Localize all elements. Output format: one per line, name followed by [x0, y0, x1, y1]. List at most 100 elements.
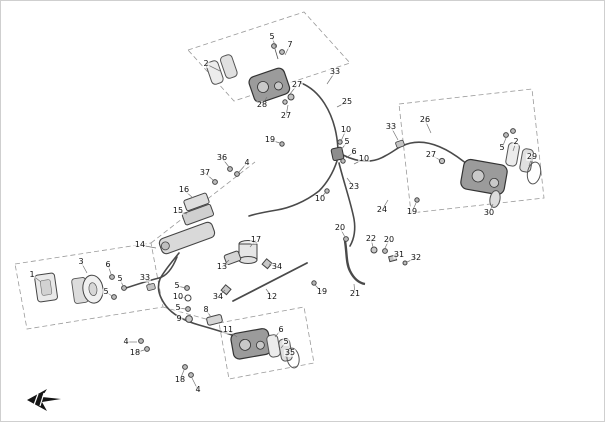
hose-clamp: [395, 139, 405, 149]
leader-line-6: [345, 151, 355, 159]
leader-line-37: [204, 172, 214, 181]
bolt: [311, 280, 317, 286]
leader-line-5: [501, 137, 507, 149]
front-right-caliper-assembly: [206, 43, 295, 147]
brake-pad: [505, 142, 520, 167]
leader-line-33: [390, 126, 399, 141]
leader-line-6: [107, 264, 112, 275]
sleeve: [206, 314, 223, 326]
rear-caliper-box: [398, 88, 545, 214]
bolt: [279, 141, 285, 147]
leader-line-5: [105, 291, 113, 297]
bolt: [212, 179, 218, 185]
leader-line-19: [314, 284, 323, 293]
leader-line-24: [381, 199, 389, 211]
leader-line-33: [326, 71, 336, 85]
bolt: [343, 236, 349, 242]
pipe-rear-lower: [338, 162, 356, 247]
leader-line-27: [289, 84, 298, 95]
caliper-piston: [489, 177, 500, 188]
brake-pad: [220, 54, 238, 79]
leader-line-18: [179, 369, 185, 381]
leader-line-4: [238, 162, 248, 173]
bolt: [188, 372, 194, 378]
rear-caliper-assembly: [414, 128, 542, 208]
hose-front-left: [157, 252, 233, 336]
bolt: [503, 132, 509, 138]
leader-line-22: [370, 238, 374, 248]
bolt: [227, 166, 233, 172]
front-right-caliper-box: [187, 11, 351, 102]
hose-to-master-cylinder: [248, 160, 338, 217]
brake-pad: [278, 338, 293, 362]
nut: [402, 260, 408, 266]
arrow-shape: [27, 389, 61, 411]
leader-line-6: [274, 329, 282, 338]
arrow-hatch: [39, 392, 45, 407]
leader-line-18: [134, 349, 145, 354]
leader-line-36: [221, 157, 230, 168]
hose-left-branch: [122, 256, 178, 290]
leader-line-23: [346, 177, 355, 188]
leader-line-19: [269, 139, 281, 144]
pad-slot: [40, 279, 53, 296]
bolt: [144, 346, 150, 352]
arrow-hatch: [33, 393, 39, 406]
bolt: [185, 306, 191, 312]
bolt: [414, 197, 420, 203]
caliper-piston: [471, 169, 485, 183]
bolt: [382, 248, 388, 254]
leader-line-32: [406, 257, 417, 263]
brake-pad: [519, 148, 534, 173]
bolt: [234, 171, 240, 177]
banjo-bolt: [438, 157, 446, 165]
hose-rear: [342, 141, 477, 174]
caliper-piston: [257, 81, 269, 93]
piston-cylinder: [223, 250, 242, 266]
leader-line-20: [384, 239, 390, 249]
bolt: [109, 274, 115, 280]
hose-upper: [300, 82, 339, 154]
front-left-pads-assembly: [34, 272, 156, 304]
retainer-ring: [526, 161, 542, 185]
leader-line-7: [284, 44, 291, 56]
junction-block: [330, 146, 345, 162]
caliper-piston: [274, 81, 283, 91]
hose-junction: [324, 139, 405, 194]
banjo-bolt: [287, 93, 295, 101]
washer: [282, 99, 288, 105]
front-direction-arrow: [27, 389, 61, 411]
clamp-bracket: [181, 203, 215, 226]
clamp-bracket: [183, 192, 210, 212]
leader-line-27: [430, 154, 441, 161]
caliper-piston: [255, 340, 265, 350]
brake-hoses: [122, 82, 477, 336]
hose-clip: [261, 258, 273, 270]
bolt: [138, 338, 144, 344]
leader-line-19: [411, 202, 417, 213]
leader-line-14: [139, 244, 157, 249]
leader-line-10: [319, 191, 327, 200]
cylinder-end: [160, 241, 170, 251]
caliper-body: [248, 67, 291, 104]
leader-line-5: [119, 278, 124, 287]
leader-line-3: [80, 261, 88, 274]
brake-rod: [232, 262, 308, 302]
leader-line-10: [340, 129, 347, 142]
leader-line-26: [424, 119, 432, 134]
seal-disc: [489, 190, 501, 208]
leader-line-27: [285, 104, 289, 117]
leader-line-5: [177, 307, 187, 310]
master-cylinder-body: [158, 221, 216, 255]
retainer-ring: [286, 347, 300, 369]
caliper-piston: [239, 338, 251, 351]
grommet: [370, 246, 378, 254]
assembly-boxes: [14, 11, 545, 380]
leader-line-8: [205, 309, 212, 318]
bolt: [111, 294, 117, 300]
leader-line-21: [353, 283, 356, 295]
caliper-body: [230, 328, 272, 360]
bolt: [340, 158, 346, 164]
leader-line-4: [191, 377, 199, 391]
